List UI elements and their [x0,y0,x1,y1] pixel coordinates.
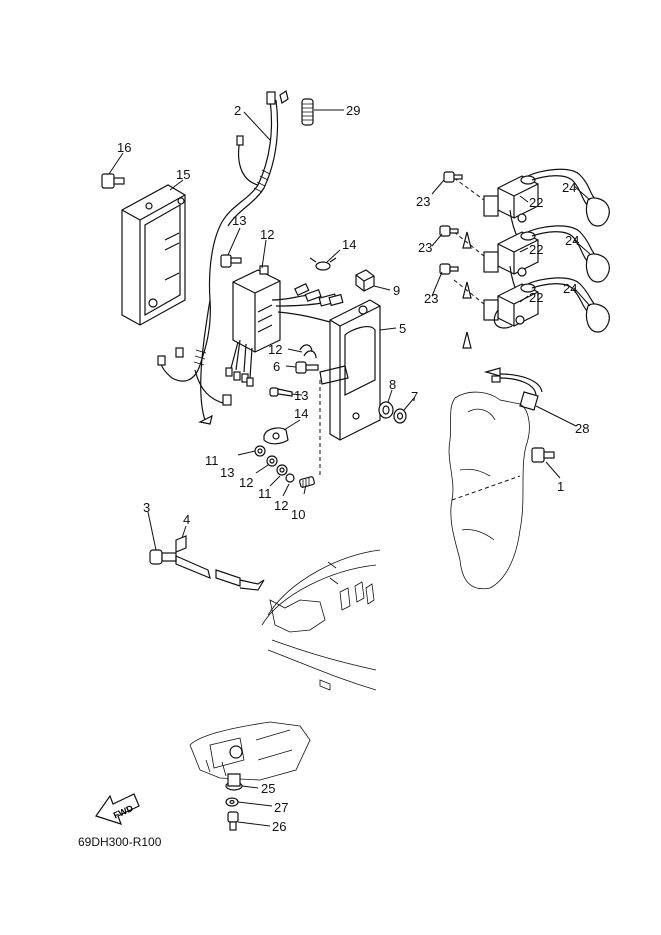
callout-23-top: 23 [416,194,431,209]
callout-8: 8 [389,377,397,392]
part-20-cover [121,179,186,326]
callout-11-lower: 11 [258,486,272,501]
reference-code: 69DH300-R100 [78,835,162,849]
callout-26: 26 [272,819,287,834]
part-8-collar [378,389,394,419]
callout-22-mid: 22 [529,242,544,257]
part-14-clamp [287,344,317,359]
part-29-sleeve [301,98,344,126]
callout-23-bottom: 23 [424,291,439,306]
callout-4: 4 [183,512,191,527]
lower-mount-bracket [189,721,311,781]
part-28-sensor [483,367,577,427]
callout-12-lower: 12 [274,498,289,513]
callout-16: 13 [232,213,247,228]
callout-23-mid: 23 [418,240,433,255]
part-11-washer [269,464,288,487]
callout-24-top: 24 [562,180,577,195]
callout-20: 15 [176,167,191,182]
callout-3: 3 [143,500,151,515]
callout-5: 5 [399,321,407,336]
callout-21: 16 [117,140,132,155]
engine-block-outline [448,391,530,590]
part-12-washer-upper [255,455,278,474]
fwd-arrow-icon: FWD [95,793,140,825]
part-4-tag [175,525,187,553]
callout-25: 25 [261,781,276,796]
callout-9: 9 [393,283,401,298]
callout-22-top: 22 [529,195,544,210]
part-21-bolt [101,152,125,189]
callout-2: 2 [234,103,242,118]
callout-24-bottom: 24 [563,281,578,296]
callout-13: 13 [220,465,235,480]
callout-14: 12 [268,342,283,357]
callout-7: 7 [411,389,419,404]
callout-10: 10 [291,507,306,522]
callout-6: 6 [273,359,281,374]
part-6-screw [285,361,319,374]
callout-11-upper: 11 [205,453,219,468]
part-19-holder [263,419,301,445]
part-1-bolt [531,447,561,479]
part-2-wire-harness [157,90,289,425]
part-5-bracket-plate [319,299,397,441]
callout-22-bottom: 22 [529,290,544,305]
callout-1: 1 [557,479,565,494]
part-25-grommet [225,773,259,791]
part-16-screw [220,227,242,268]
callout-17: 14 [342,237,357,252]
part-18-bolt [269,387,303,397]
callout-19: 14 [294,406,309,421]
part-9-grommet [355,269,391,292]
callout-24-mid: 24 [565,233,580,248]
part-10-bolt [299,380,321,495]
callout-18: 13 [294,388,309,403]
part-7-nut [393,397,415,424]
callout-15: 12 [260,227,275,242]
part-17-clip [309,249,341,271]
part-15-cdi-unit [225,239,344,387]
part-3-connector [147,511,265,591]
callout-29: 29 [346,103,361,118]
part-13-nut [237,445,266,457]
ignition-coil-assembly [431,168,610,349]
part-27-washer [225,797,273,807]
part-12-washer-lower [282,473,295,497]
lower-cowling-outline [261,549,381,691]
callout-12-upper: 12 [239,475,254,490]
callout-28: 28 [575,421,590,436]
callout-27: 27 [274,800,289,815]
part-26-bolt [227,811,271,831]
